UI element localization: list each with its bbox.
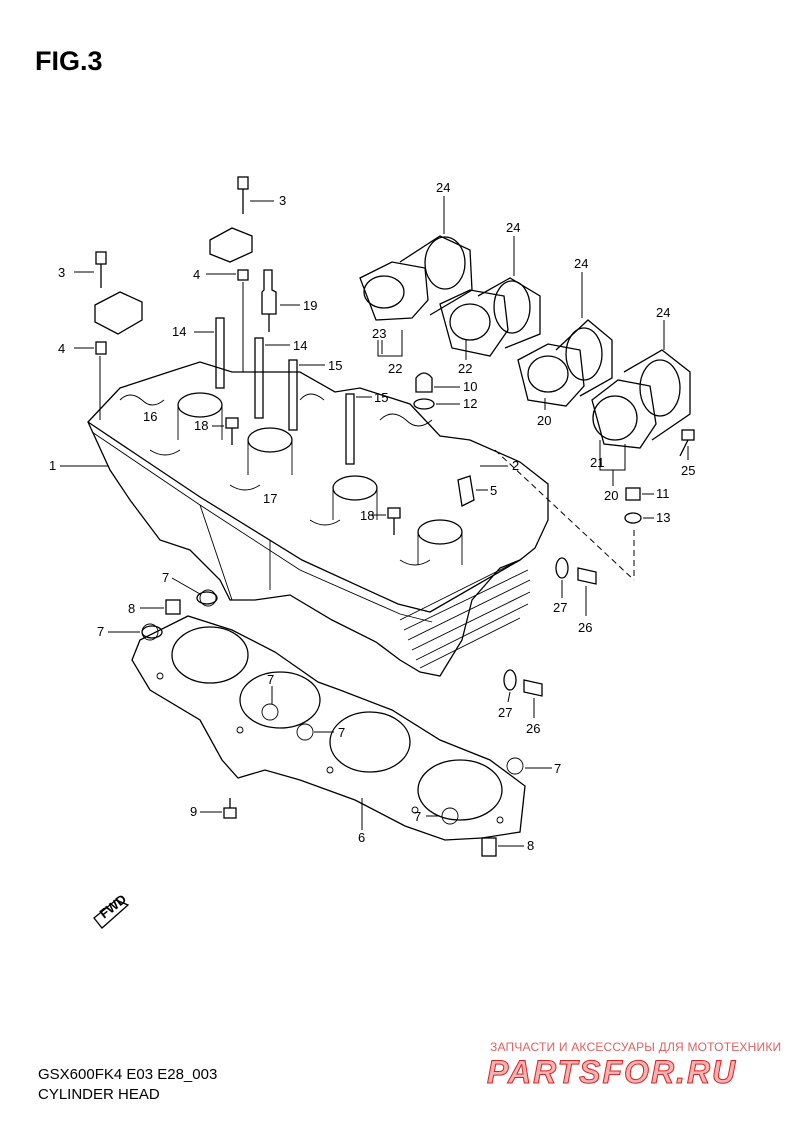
- callout-9: 9: [190, 804, 197, 819]
- callout-15: 15: [374, 390, 388, 405]
- callout-5: 5: [490, 483, 497, 498]
- callout-4: 4: [193, 267, 200, 282]
- callout-23: 23: [372, 326, 386, 341]
- callout-27: 27: [553, 600, 567, 615]
- figure-title: FIG.3: [35, 46, 103, 76]
- callout-12: 12: [463, 396, 477, 411]
- callout-24: 24: [574, 256, 588, 271]
- callout-7: 7: [414, 809, 421, 824]
- watermark-tagline: ЗАПЧАСТИ И АКСЕССУАРЫ ДЛЯ МОТОТЕХНИКИ: [490, 1040, 782, 1054]
- callout-8: 8: [128, 601, 135, 616]
- callout-27: 27: [498, 705, 512, 720]
- leader-lines: [60, 196, 689, 847]
- callout-20: 20: [604, 488, 618, 503]
- fwd-label: FWD: [97, 891, 130, 921]
- callout-19: 19: [303, 298, 317, 313]
- watermark-logo: PARTSFOR.RU: [486, 1054, 738, 1091]
- callout-17: 17: [263, 491, 277, 506]
- callout-1: 1: [49, 458, 56, 473]
- callout-24: 24: [436, 180, 450, 195]
- callout-14: 14: [172, 324, 186, 339]
- callout-20: 20: [537, 413, 551, 428]
- callout-8: 8: [527, 838, 534, 853]
- callout-7: 7: [338, 725, 345, 740]
- callout-3: 3: [279, 193, 286, 208]
- callout-7: 7: [267, 672, 274, 687]
- callout-24: 24: [656, 305, 670, 320]
- callout-7: 7: [162, 570, 169, 585]
- cylinder-head-body: [87, 361, 549, 677]
- callout-3: 3: [58, 265, 65, 280]
- model-code: GSX600FK4 E03 E28_003: [38, 1066, 218, 1083]
- callout-24: 24: [506, 220, 520, 235]
- callout-18: 18: [360, 508, 374, 523]
- callout-2: 2: [512, 458, 519, 473]
- callout-11: 11: [656, 486, 670, 501]
- callout-10: 10: [463, 379, 477, 394]
- callout-4: 4: [58, 341, 65, 356]
- callout-18: 18: [194, 418, 208, 433]
- callout-7: 7: [97, 624, 104, 639]
- intake-pipes: [359, 235, 691, 449]
- callout-7: 7: [554, 761, 561, 776]
- callout-22: 22: [388, 361, 402, 376]
- small-parts: [93, 176, 695, 929]
- callout-26: 26: [526, 721, 540, 736]
- callout-6: 6: [358, 830, 365, 845]
- part-group-name: CYLINDER HEAD: [38, 1086, 160, 1103]
- callout-26: 26: [578, 620, 592, 635]
- callout-25: 25: [681, 463, 695, 478]
- callout-21: 21: [590, 455, 604, 470]
- callout-15: 15: [328, 358, 342, 373]
- callout-22: 22: [458, 361, 472, 376]
- callout-13: 13: [656, 510, 670, 525]
- head-gasket: [131, 589, 526, 841]
- callout-16: 16: [143, 409, 157, 424]
- callout-14: 14: [293, 338, 307, 353]
- callout-labels: 1 2 3 3 4 4 5 6 7 7 7 7 7 7 8 8 9 10 11 …: [49, 180, 695, 921]
